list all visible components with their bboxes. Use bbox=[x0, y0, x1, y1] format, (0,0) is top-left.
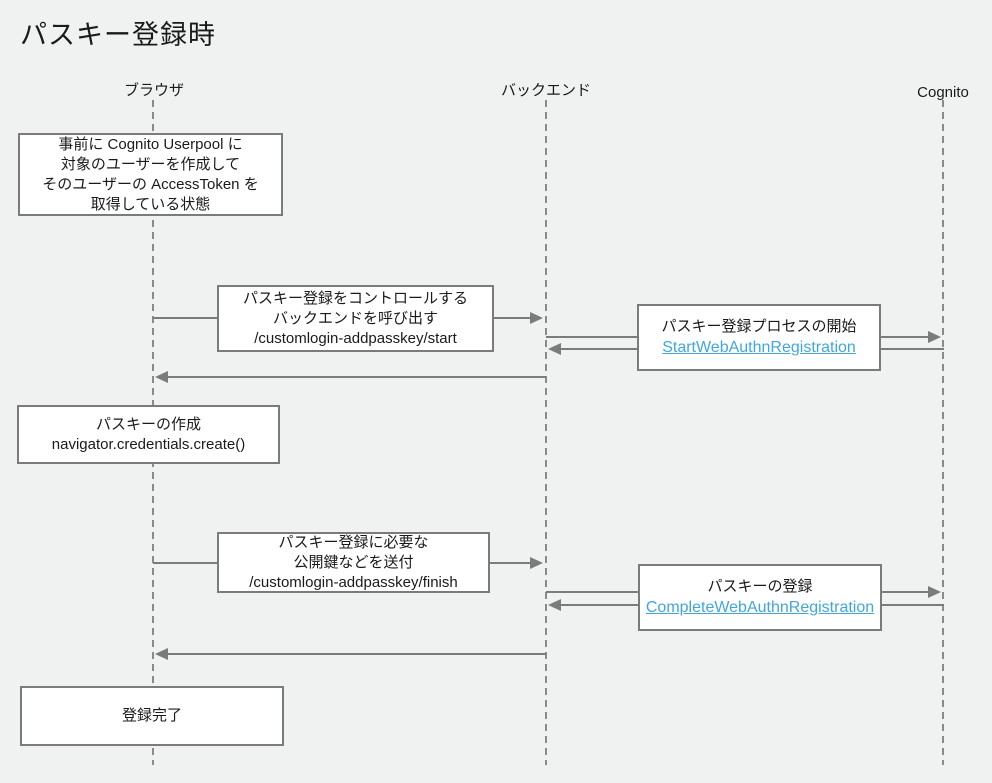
note-line: 取得している状態 bbox=[90, 195, 211, 213]
start-webauthn-registration-link[interactable]: StartWebAuthnRegistration bbox=[662, 338, 856, 356]
page-title: パスキー登録時 bbox=[20, 20, 216, 50]
actor-label-backend: バックエンド bbox=[500, 82, 592, 99]
note-line: 事前に Cognito Userpool に bbox=[58, 135, 243, 153]
note-register-passkey: パスキーの登録 CompleteWebAuthnRegistration bbox=[638, 564, 882, 631]
note-line: 公開鍵などを送付 bbox=[293, 553, 414, 571]
note-line: パスキー登録をコントロールする bbox=[242, 289, 468, 307]
arrowhead-right-icon bbox=[928, 331, 941, 343]
arrowhead-right-icon bbox=[928, 586, 941, 598]
note-start-process: パスキー登録プロセスの開始 StartWebAuthnRegistration bbox=[637, 304, 881, 371]
note-line: /customlogin-addpasskey/finish bbox=[249, 573, 458, 591]
note-line: /customlogin-addpasskey/start bbox=[254, 329, 457, 347]
complete-webauthn-registration-link[interactable]: CompleteWebAuthnRegistration bbox=[645, 598, 875, 616]
lifeline-cognito bbox=[942, 100, 944, 765]
note-line: navigator.credentials.create() bbox=[51, 435, 246, 453]
note-line: パスキー登録プロセスの開始 bbox=[661, 317, 857, 335]
arrowhead-right-icon bbox=[530, 557, 543, 569]
note-done: 登録完了 bbox=[20, 686, 284, 746]
lifeline-backend bbox=[545, 100, 547, 765]
note-create-passkey: パスキーの作成 navigator.credentials.create() bbox=[17, 405, 280, 464]
note-precondition: 事前に Cognito Userpool に 対象のユーザーを作成して そのユー… bbox=[18, 133, 283, 216]
arrowhead-right-icon bbox=[530, 312, 543, 324]
arrowhead-left-icon bbox=[155, 648, 168, 660]
note-line: 登録完了 bbox=[121, 707, 182, 724]
note-line: パスキーの登録 bbox=[707, 577, 813, 595]
note-line: パスキーの作成 bbox=[95, 415, 201, 433]
note-line: 対象のユーザーを作成して bbox=[60, 155, 241, 173]
note-call-start: パスキー登録をコントロールする バックエンドを呼び出す /customlogin… bbox=[217, 285, 494, 352]
note-line: そのユーザーの AccessToken を bbox=[42, 175, 259, 193]
arrow-line bbox=[167, 653, 546, 655]
arrowhead-left-icon bbox=[548, 599, 561, 611]
note-call-finish: パスキー登録に必要な 公開鍵などを送付 /customlogin-addpass… bbox=[217, 532, 490, 593]
note-line: パスキー登録に必要な bbox=[278, 533, 429, 551]
note-line: バックエンドを呼び出す bbox=[272, 309, 438, 327]
arrow-line bbox=[167, 376, 546, 378]
actor-label-browser: ブラウザ bbox=[123, 82, 185, 99]
arrowhead-left-icon bbox=[548, 343, 561, 355]
arrowhead-left-icon bbox=[155, 371, 168, 383]
actor-label-cognito: Cognito bbox=[917, 84, 969, 101]
